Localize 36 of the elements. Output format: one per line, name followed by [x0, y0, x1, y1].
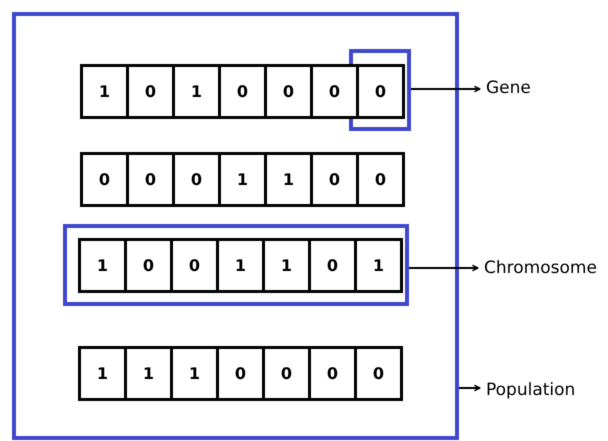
arrow: [409, 264, 479, 272]
gene-cell: 0: [170, 238, 219, 293]
arrow: [411, 86, 481, 92]
gene-cell: 0: [218, 64, 267, 119]
gene-cell: 0: [308, 346, 357, 401]
gene-cell: 1: [218, 152, 267, 207]
gene-cell: 0: [356, 152, 405, 207]
gene-cell: 1: [78, 238, 127, 293]
gene-cell: 0: [126, 64, 175, 119]
term-label: Chromosome: [484, 258, 597, 278]
gene-cell: 0: [126, 152, 175, 207]
gene-cell: 0: [310, 64, 359, 119]
gene-cell: 1: [78, 346, 127, 401]
gene-cell: 1: [264, 152, 313, 207]
gene-cell: 0: [310, 152, 359, 207]
gene-cell: 1: [80, 64, 129, 119]
gene-cell: 1: [354, 238, 403, 293]
gene-cell: 1: [262, 238, 311, 293]
gene-cell: 1: [216, 238, 265, 293]
term-label: Population: [486, 380, 576, 400]
highlight-frame: [63, 224, 409, 306]
gene-cell: 0: [354, 346, 403, 401]
term-label: Gene: [486, 78, 531, 98]
gene-cell: 0: [308, 238, 357, 293]
gene-cell: 0: [80, 152, 129, 207]
gene-cell: 0: [356, 64, 405, 119]
population-frame: [12, 12, 459, 440]
gene-cell: 0: [172, 152, 221, 207]
gene-cell: 0: [264, 64, 313, 119]
gene-cell: 0: [124, 238, 173, 293]
gene-cell: 1: [124, 346, 173, 401]
gene-cell: 1: [172, 64, 221, 119]
gene-cell: 0: [262, 346, 311, 401]
gene-cell: 1: [170, 346, 219, 401]
arrow: [459, 384, 481, 392]
gene-cell: 0: [216, 346, 265, 401]
